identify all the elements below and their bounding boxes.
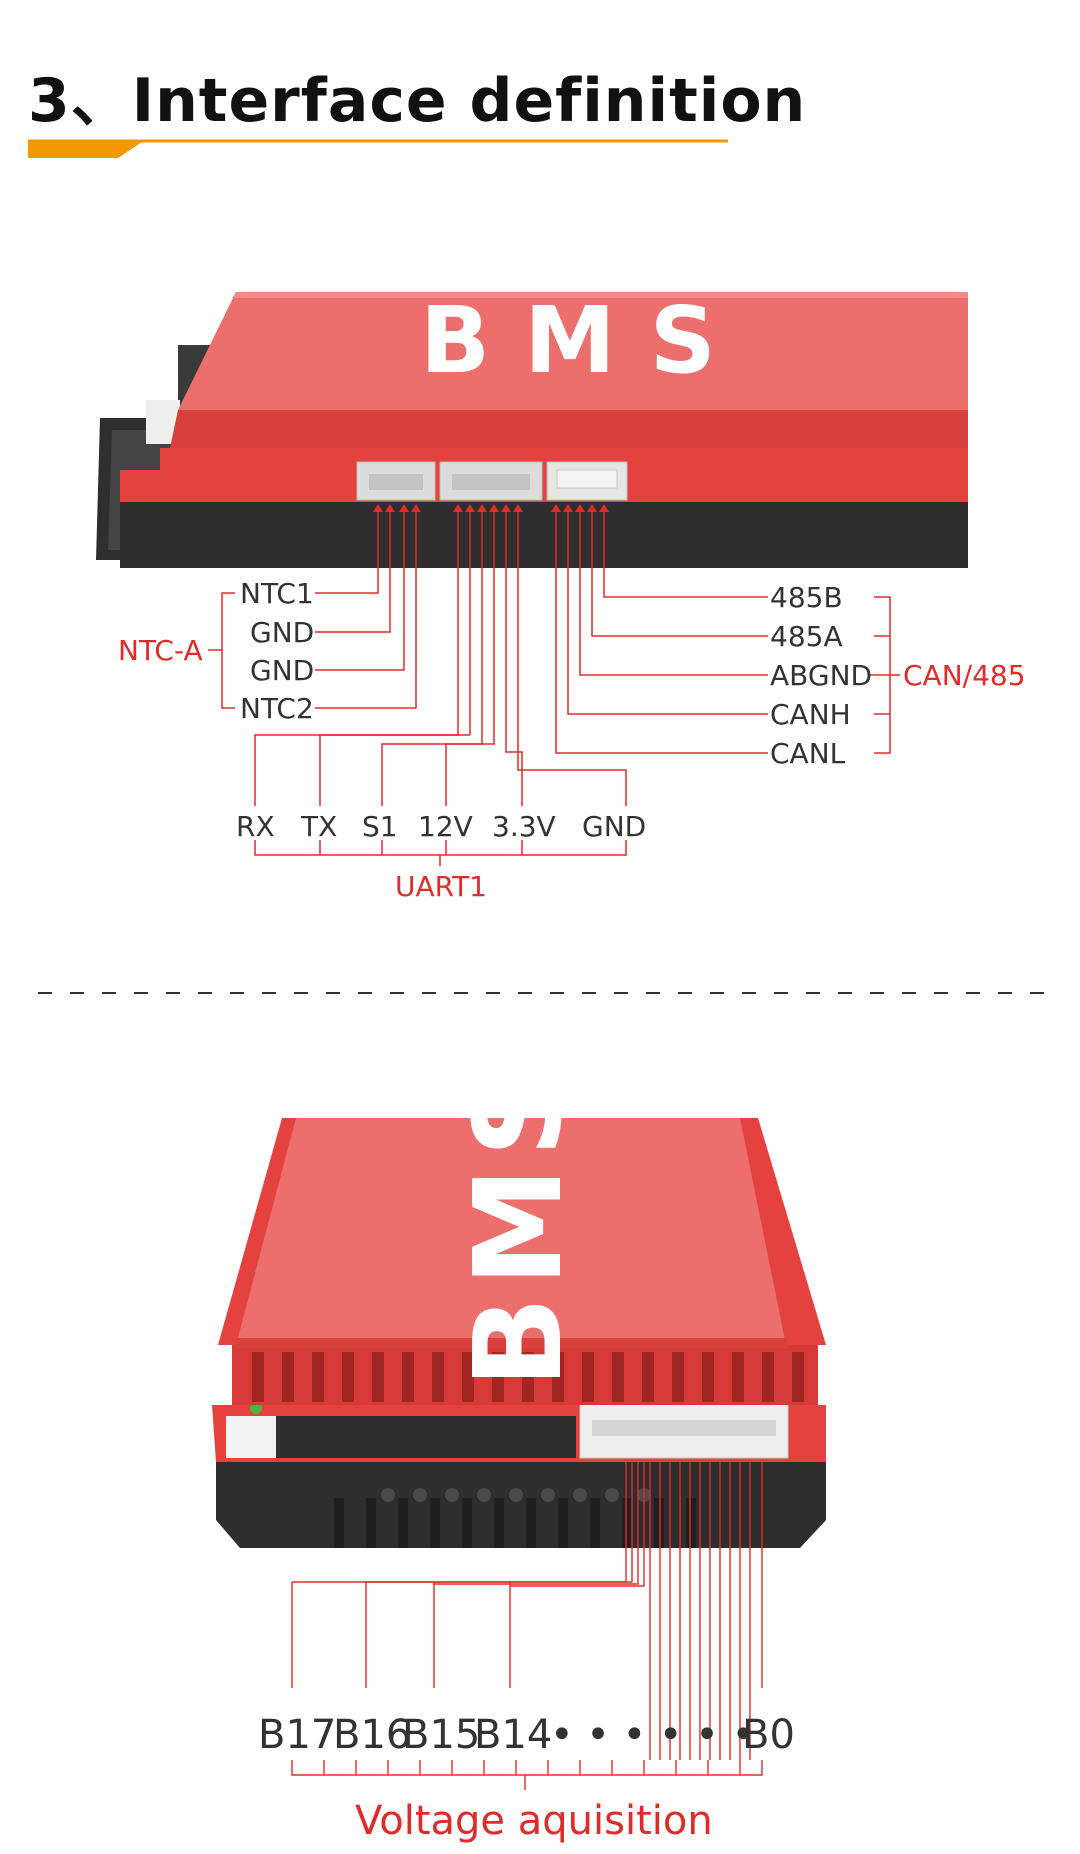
title-underline [28,139,728,158]
ntc-pin-label: GND [250,616,314,649]
can485-pin-label: 485B [770,581,843,614]
voltage-connector [579,1403,789,1459]
can485-pin-label: CANH [770,698,851,731]
uart-connector [439,461,543,501]
uart-pin-label: RX [236,810,275,843]
uart-group-label: UART1 [395,870,487,903]
uart-pin-label: S1 [362,810,398,843]
voltage-wires [291,1462,763,1790]
voltage-dots: • • • • • • [550,1712,755,1758]
uart-pin-label: GND [582,810,646,843]
ntc-pin-label: NTC1 [240,577,314,610]
voltage-pin-label: B14 [474,1712,552,1758]
uart-arrows [453,504,523,512]
voltage-pin-label: B16 [333,1712,411,1758]
ntc-connector [356,461,436,501]
uart-pin-label: 3.3V [492,810,556,843]
bms-logo-top: BMS [420,287,750,394]
page-title: 3、Interface definition [28,66,807,136]
uart-wires [254,506,627,866]
ntc-wires [208,506,417,709]
ntc-pin-label: GND [250,654,314,687]
bms-logo-bottom: BMS [450,1061,589,1388]
voltage-pin-label: B0 [742,1712,795,1758]
bms-module-bottom: BMS [212,1061,826,1548]
can485-wires [555,506,900,754]
bms-module-top: BMS [96,287,968,568]
voltage-pin-label: B17 [258,1712,336,1758]
can485-pin-label: ABGND [770,659,872,692]
ntc-group-label: NTC-A [118,634,203,667]
ntc-arrows [373,504,421,512]
can485-pin-label: 485A [770,620,843,653]
ntc-pin-label: NTC2 [240,692,314,725]
voltage-group-label: Voltage aquisition [355,1798,713,1844]
can485-arrows [551,504,609,512]
can485-pin-label: CANL [770,737,846,770]
uart-pin-label: 12V [418,810,473,843]
can485-connector [546,461,628,501]
uart-pin-label: TX [300,810,337,843]
can485-group-label: CAN/485 [903,659,1026,692]
voltage-pin-label: B15 [402,1712,480,1758]
